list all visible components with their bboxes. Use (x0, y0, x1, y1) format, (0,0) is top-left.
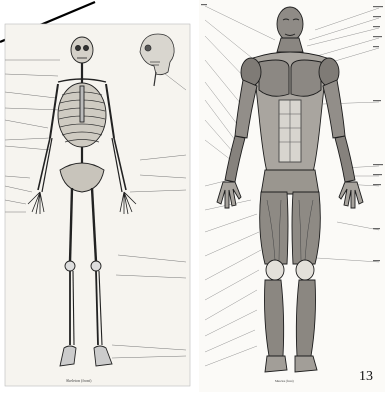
muscle-plate: Muscles (front) (197, 0, 387, 395)
muscle-illustration: Muscles (front) (197, 0, 387, 395)
skeleton-plate: Skeleton (front) (0, 0, 195, 395)
page-number: 13 (359, 369, 373, 385)
skeleton-illustration: Skeleton (front) (0, 0, 195, 395)
muscle-caption: Muscles (front) (275, 379, 294, 383)
skeleton-caption: Skeleton (front) (66, 378, 92, 383)
